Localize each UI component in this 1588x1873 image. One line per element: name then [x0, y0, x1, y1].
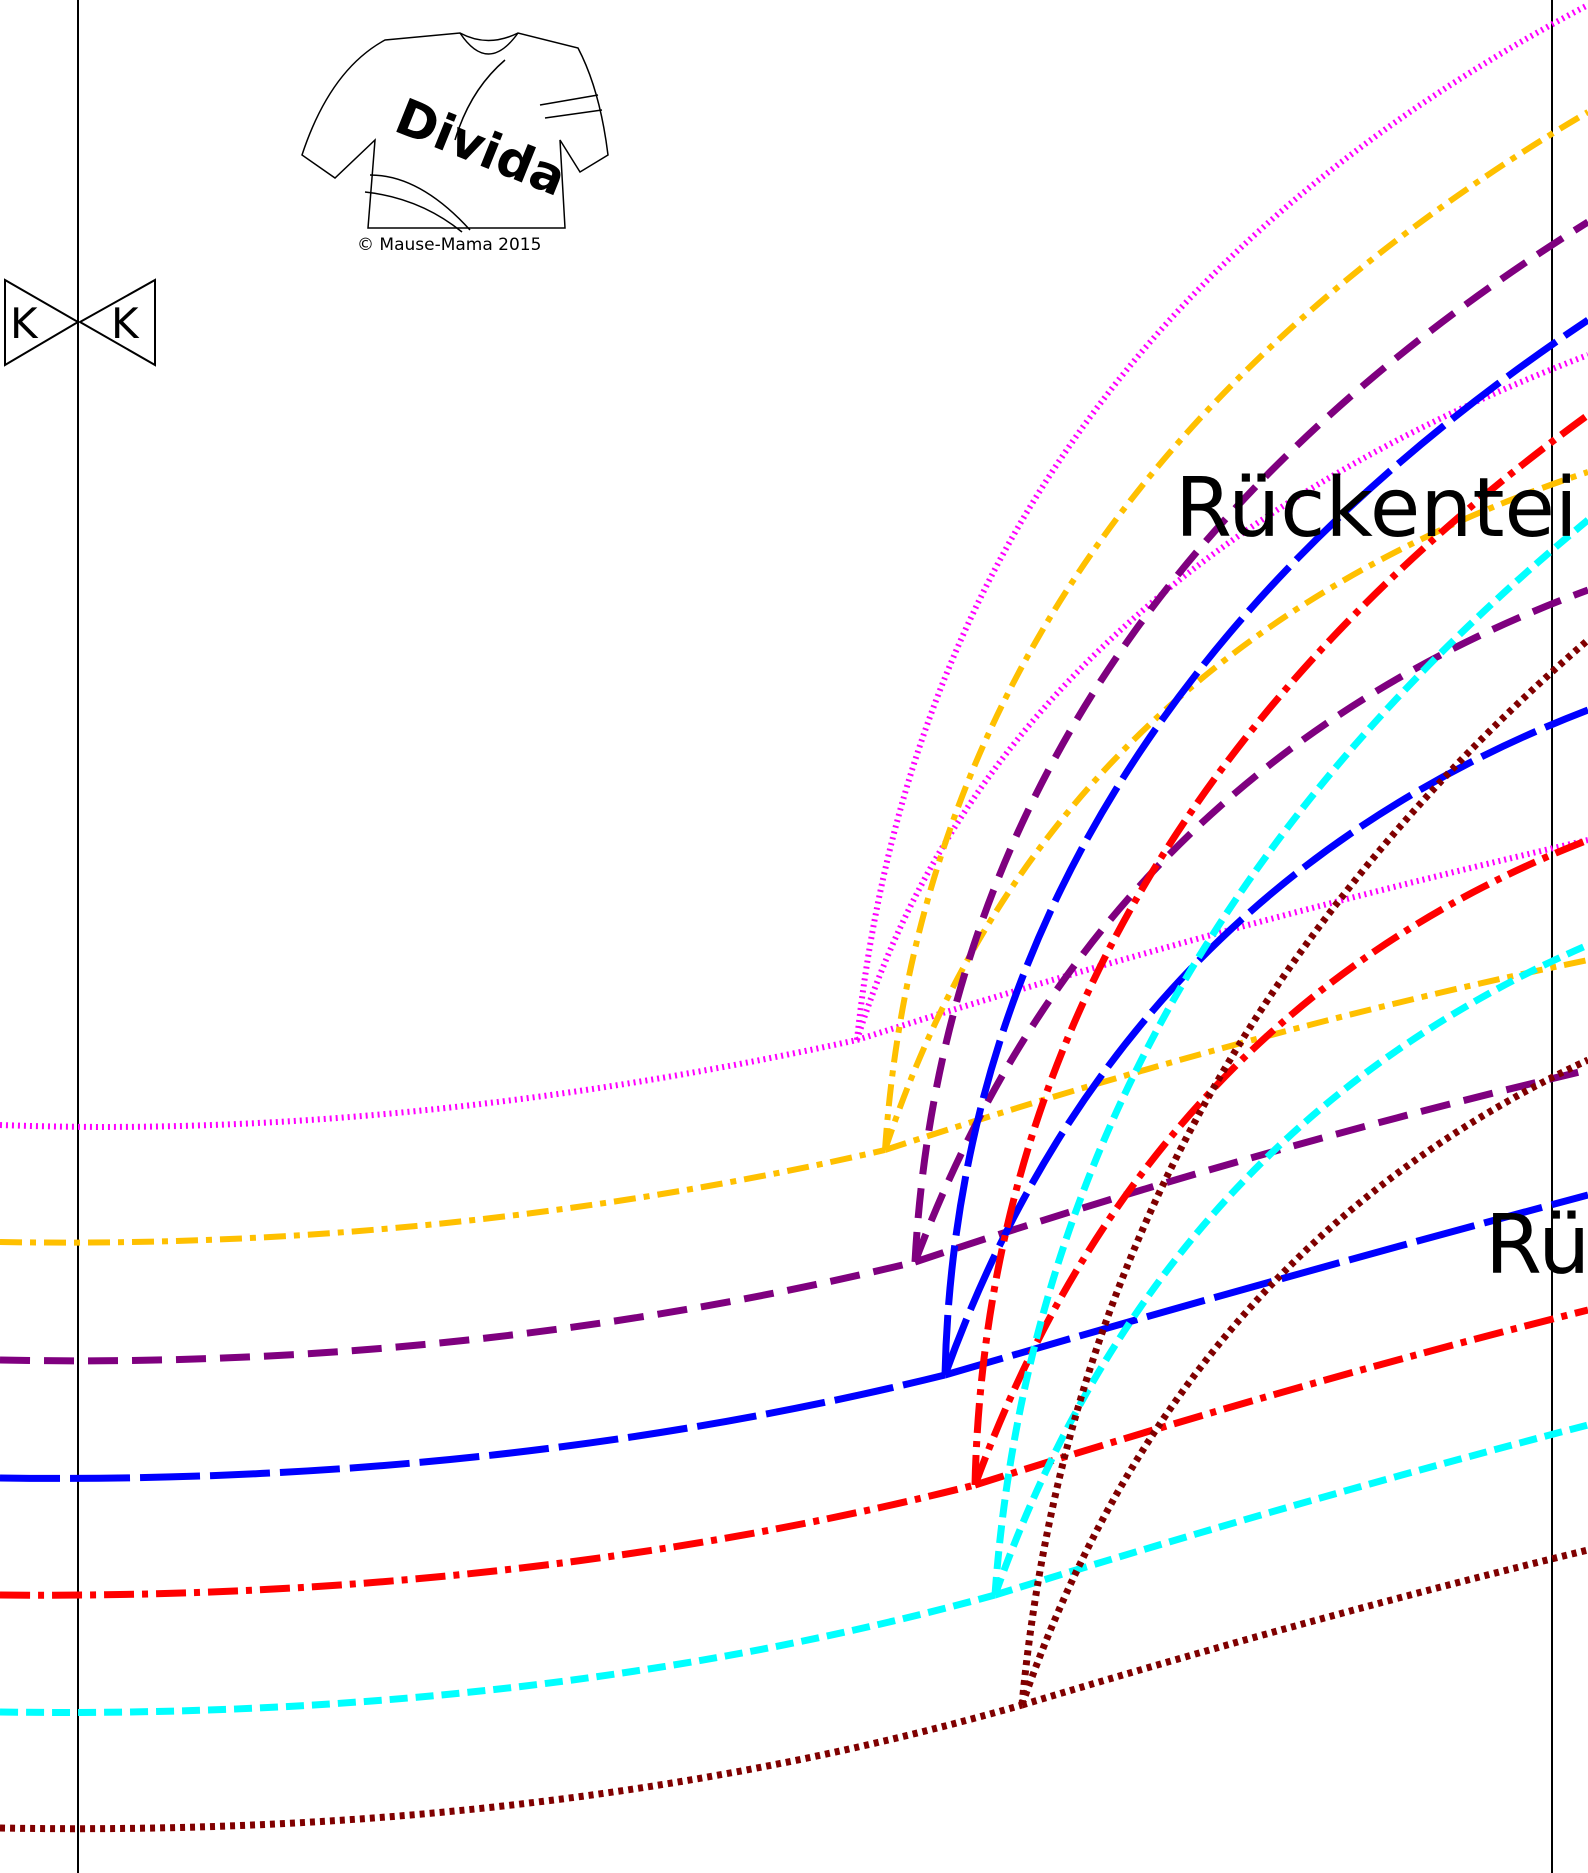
size-line-orange — [0, 109, 1588, 1246]
notch-label-right: K — [111, 299, 140, 348]
size-line-magenta — [0, 2, 1588, 1130]
notch-mark-left: K — [4, 278, 80, 367]
divida-logo: Divida © Mause-Mama 2015 — [301, 32, 609, 255]
size-line-purple — [0, 219, 1588, 1365]
shirt-outline — [301, 32, 609, 229]
pattern-label-back-upper: Rückentei — [1175, 461, 1578, 556]
size-line-red — [0, 412, 1588, 1599]
notch-mark-right: K — [77, 278, 156, 367]
size-line-cyan — [0, 517, 1588, 1716]
logo-brand: Divida — [388, 87, 575, 207]
notch-label-left: K — [10, 299, 39, 348]
pattern-label-back-lower: Rü — [1485, 1198, 1588, 1293]
size-line-darkred — [0, 637, 1588, 1833]
logo-copyright: © Mause-Mama 2015 — [357, 235, 541, 255]
